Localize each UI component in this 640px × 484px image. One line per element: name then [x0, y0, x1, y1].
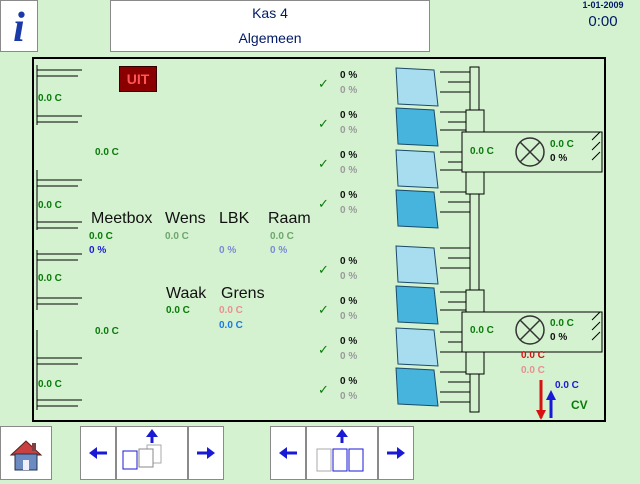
lbk-pct: 0 %	[219, 245, 237, 256]
window-row-value: 0 %	[340, 110, 358, 121]
window-row-value-secondary: 0 %	[340, 205, 358, 216]
fan-upper-pct: 0 %	[550, 153, 568, 164]
tile-windows-icon	[316, 429, 364, 472]
home-icon	[9, 440, 43, 471]
status-badge[interactable]: UIT	[119, 66, 157, 92]
cv-label: CV	[571, 398, 588, 412]
fan-icon	[515, 137, 545, 345]
grens-label: Grens	[221, 285, 265, 302]
waak-label: Waak	[166, 285, 207, 302]
wens-label: Wens	[165, 210, 206, 227]
date-display: 1-01-2009	[582, 0, 624, 10]
fan-upper-temp: 0.0 C	[550, 139, 574, 150]
check-icon: ✓	[318, 196, 329, 211]
check-icon: ✓	[318, 116, 329, 131]
left-value: 0.0 C	[38, 273, 62, 284]
meetbox-label: Meetbox	[91, 210, 153, 227]
lbk-label: LBK	[219, 210, 250, 227]
check-icon: ✓	[318, 382, 329, 397]
page-title: Kas 4	[252, 5, 288, 21]
window-row-value: 0 %	[340, 376, 358, 387]
group-overview-button[interactable]	[116, 426, 188, 480]
heating-temp-red: 0.0 C	[521, 350, 545, 361]
window-row-value: 0 %	[340, 70, 358, 81]
arrow-right-icon	[387, 447, 405, 459]
screen-overview-button[interactable]	[306, 426, 378, 480]
arrow-right-icon	[197, 447, 215, 459]
window-row-value-secondary: 0 %	[340, 311, 358, 322]
home-button[interactable]	[0, 426, 52, 480]
check-icon: ✓	[318, 342, 329, 357]
left-value: 0.0 C	[38, 379, 62, 390]
arrow-left-icon	[89, 447, 107, 459]
grens-temp-lower: 0.0 C	[219, 320, 243, 331]
window-row-value: 0 %	[340, 256, 358, 267]
waak-temp: 0.0 C	[166, 305, 190, 316]
window-row-value-secondary: 0 %	[340, 125, 358, 136]
check-icon: ✓	[318, 76, 329, 91]
main-panel	[32, 57, 606, 422]
window-row-value-secondary: 0 %	[340, 391, 358, 402]
left-value: 0.0 C	[38, 200, 62, 211]
window-row-value: 0 %	[340, 336, 358, 347]
prev-group-button[interactable]	[80, 426, 116, 480]
grens-temp-upper: 0.0 C	[219, 305, 243, 316]
next-group-button[interactable]	[188, 426, 224, 480]
raam-label: Raam	[268, 210, 311, 227]
check-icon: ✓	[318, 156, 329, 171]
raam-temp: 0.0 C	[270, 231, 294, 242]
left-mid-value: 0.0 C	[95, 326, 119, 337]
cascade-windows-icon	[122, 429, 162, 470]
meetbox-pct: 0 %	[89, 245, 107, 256]
fan-lower-temp: 0.0 C	[550, 318, 574, 329]
info-button[interactable]: i	[0, 0, 38, 52]
meetbox-temp: 0.0 C	[89, 231, 113, 242]
fan-lower-left-temp: 0.0 C	[470, 325, 494, 336]
next-screen-button[interactable]	[378, 426, 414, 480]
window-row-value-secondary: 0 %	[340, 271, 358, 282]
raam-pct: 0 %	[270, 245, 288, 256]
info-icon: i	[13, 5, 25, 51]
svg-text:i: i	[13, 5, 25, 51]
heating-temp-blue: 0.0 C	[555, 380, 579, 391]
window-row-value-secondary: 0 %	[340, 165, 358, 176]
window-row-value-secondary: 0 %	[340, 85, 358, 96]
left-value: 0.0 C	[38, 93, 62, 104]
prev-screen-button[interactable]	[270, 426, 306, 480]
fan-upper-left-temp: 0.0 C	[470, 146, 494, 157]
check-icon: ✓	[318, 262, 329, 277]
left-mid-value: 0.0 C	[95, 147, 119, 158]
page-subtitle: Algemeen	[238, 30, 302, 46]
window-row-value: 0 %	[340, 296, 358, 307]
time-display: 0:00	[588, 13, 618, 30]
check-icon: ✓	[318, 302, 329, 317]
window-row-value-secondary: 0 %	[340, 351, 358, 362]
heating-temp-red-light: 0.0 C	[521, 365, 545, 376]
wens-temp: 0.0 C	[165, 231, 189, 242]
page-header: Kas 4 Algemeen	[110, 0, 430, 52]
arrow-left-icon	[279, 447, 297, 459]
fan-lower-pct: 0 %	[550, 332, 568, 343]
window-row-value: 0 %	[340, 150, 358, 161]
window-row-value: 0 %	[340, 190, 358, 201]
